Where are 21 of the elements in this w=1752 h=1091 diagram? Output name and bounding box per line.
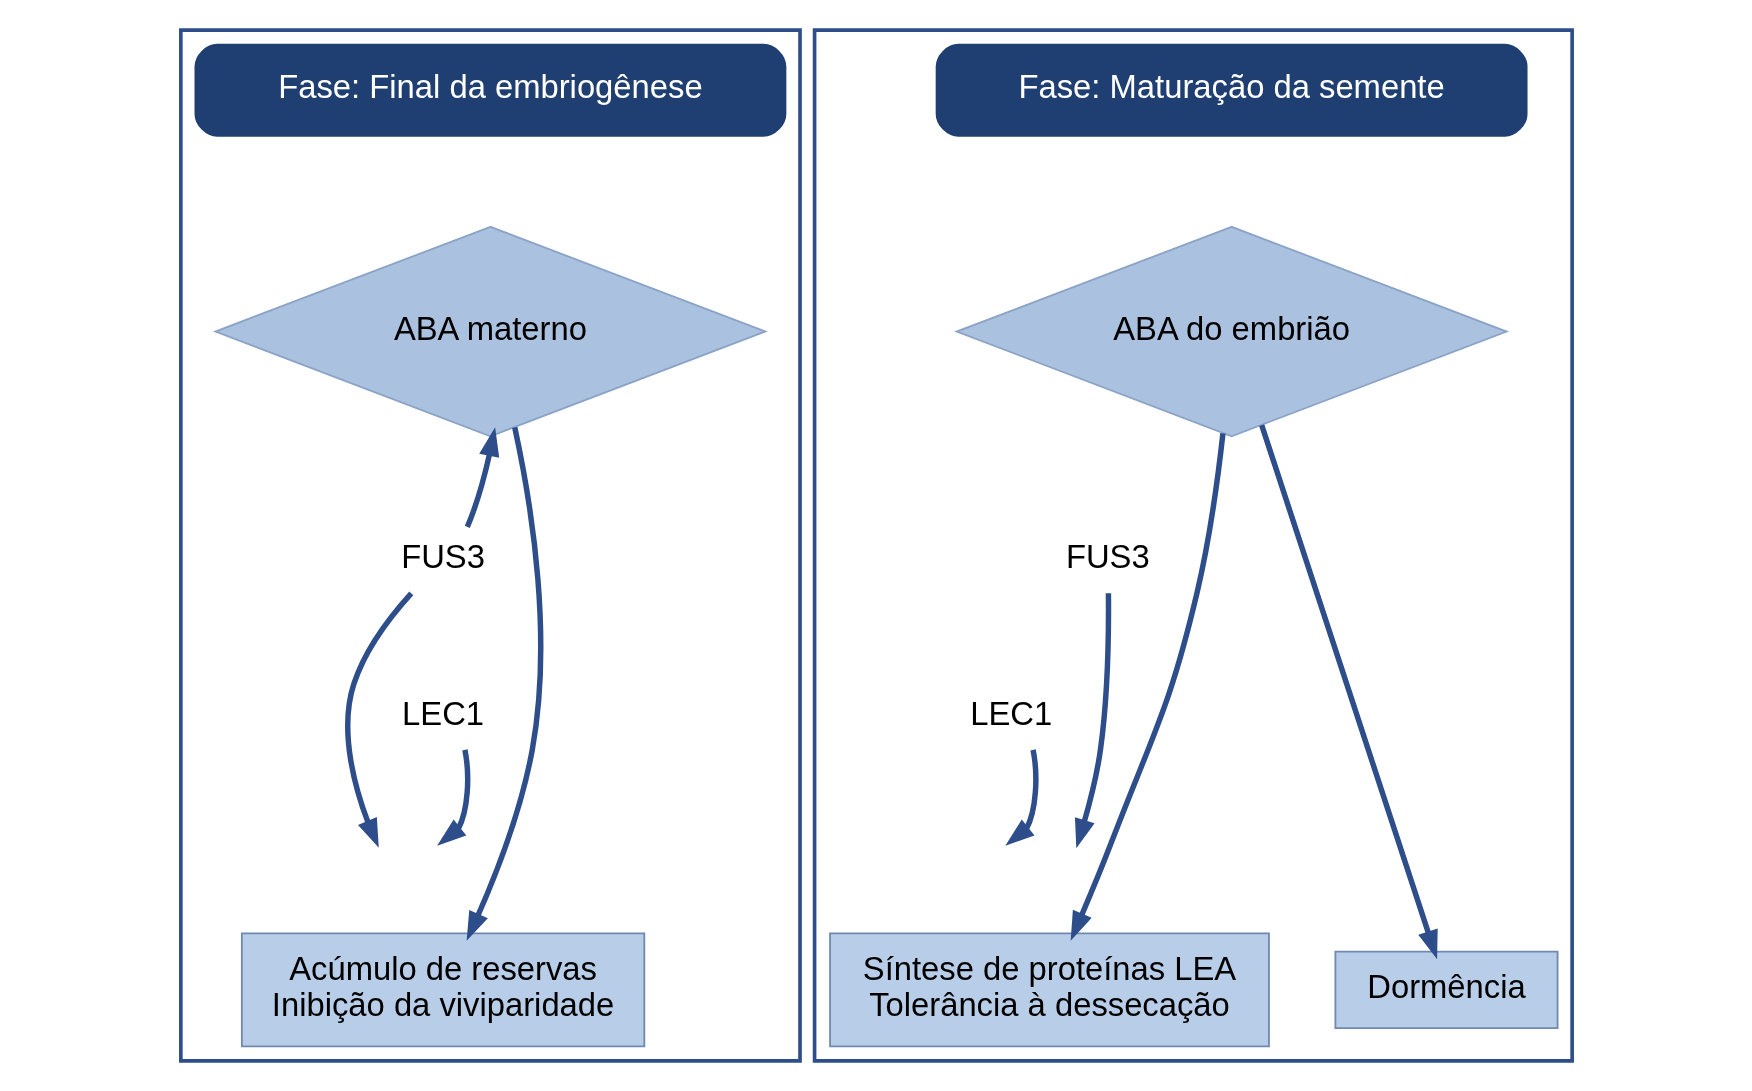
arrow <box>436 749 470 846</box>
arrow <box>1070 433 1226 941</box>
node-diamond: ABA materno <box>212 225 768 438</box>
node-text: LEC1 <box>401 694 484 732</box>
node-box: Síntese de proteínas LEA Tolerância à dessecação <box>828 932 1270 1048</box>
arrow <box>1004 749 1039 846</box>
node-box: Dormência <box>1334 950 1558 1029</box>
node-diamond: ABA do embrião <box>953 225 1509 438</box>
arrow <box>1074 593 1111 849</box>
node-box: Acúmulo de reservas Inibição da viviparidade <box>240 932 645 1048</box>
cluster <box>178 28 802 1063</box>
node-text: FUS3 <box>400 538 485 576</box>
cluster <box>812 28 1574 1063</box>
node-box: Fase: Final da embriogênese <box>194 43 786 137</box>
node-box: Fase: Maturação da semente <box>935 43 1528 137</box>
arrow <box>1258 424 1438 960</box>
node-text: LEC1 <box>969 694 1052 732</box>
node-text: FUS3 <box>1065 538 1150 576</box>
arrow <box>344 591 413 848</box>
arrow <box>464 427 499 528</box>
arrow <box>466 426 543 941</box>
